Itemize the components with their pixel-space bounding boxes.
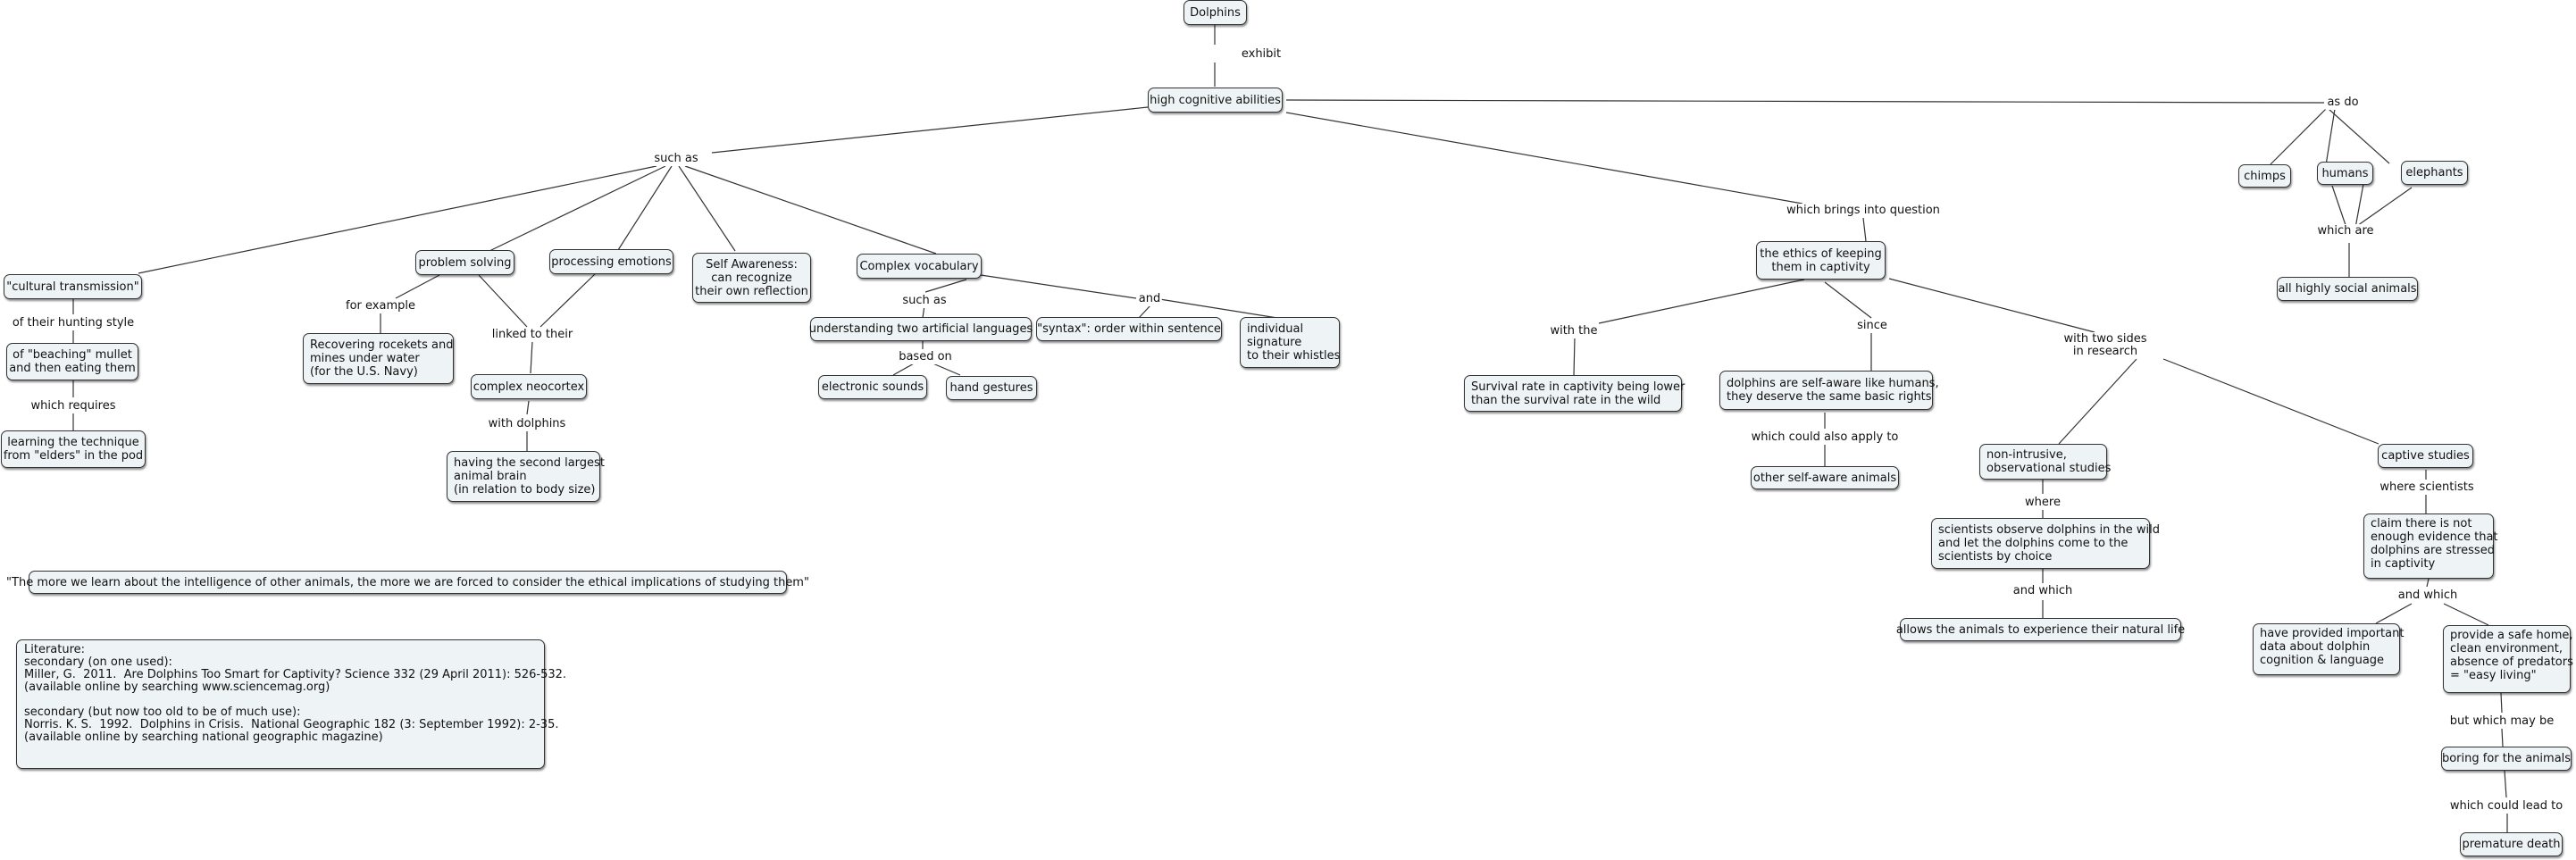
link-where-scientists: where scientists bbox=[2378, 480, 2476, 495]
link-which-requires: which requires bbox=[29, 399, 118, 413]
node-quote: "The more we learn about the intelligenc… bbox=[6, 571, 809, 594]
link-exhibit: exhibit bbox=[1239, 47, 1284, 62]
node-individual-signature: individual signature to their whistles bbox=[1240, 317, 1340, 368]
node-important-data: have provided important data about dolph… bbox=[2253, 623, 2404, 675]
node-self-awareness: Self Awareness: can recognize their own … bbox=[692, 253, 811, 303]
node-artificial-languages: understanding two artificial languages bbox=[809, 317, 1033, 341]
node-elephants: elephants bbox=[2401, 161, 2468, 185]
node-safe-home: provide a safe home, clean environment, … bbox=[2443, 625, 2573, 693]
link-such-as: such as bbox=[652, 152, 700, 166]
link-which-are: which are bbox=[2315, 224, 2376, 238]
node-premature-death: premature death bbox=[2460, 832, 2563, 856]
link-linked-to-their: linked to their bbox=[489, 328, 575, 342]
node-dolphins: Dolphins bbox=[1183, 0, 1247, 25]
node-high-cognitive-abilities: high cognitive abilities bbox=[1148, 88, 1283, 113]
node-survival-rate: Survival rate in captivity being lower t… bbox=[1464, 375, 1685, 412]
node-claim-no-evidence: claim there is not enough evidence that … bbox=[2363, 513, 2498, 579]
node-boring: boring for the animals bbox=[2441, 747, 2572, 771]
node-second-largest-brain: having the second largest animal brain (… bbox=[447, 451, 605, 502]
node-all-highly-social: all highly social animals bbox=[2277, 277, 2418, 301]
link-with-the: with the bbox=[1548, 324, 1600, 338]
node-complex-neocortex: complex neocortex bbox=[471, 374, 587, 399]
node-self-aware-rights: dolphins are self-aware like humans, the… bbox=[1719, 371, 1939, 410]
link-as-do: as do bbox=[2325, 96, 2361, 110]
node-hand-gestures: hand gestures bbox=[946, 376, 1037, 400]
link-could-also-apply: which could also apply to bbox=[1749, 430, 1901, 445]
link-but-which-may-be: but which may be bbox=[2447, 714, 2556, 729]
node-natural-life: allows the animals to experience their n… bbox=[1896, 618, 2185, 641]
link-such-as-vocab: such as bbox=[900, 294, 949, 308]
node-recovering-rockets: Recovering rocekets and mines under wate… bbox=[303, 333, 454, 384]
link-and-vocab: and bbox=[1136, 292, 1163, 306]
link-for-example: for example bbox=[344, 299, 417, 313]
node-chimps: chimps bbox=[2238, 164, 2291, 188]
link-two-sides-research: with two sides in research bbox=[2062, 332, 2149, 359]
node-cultural-transmission: "cultural transmission" bbox=[4, 274, 142, 299]
link-and-which-1: and which bbox=[2011, 584, 2075, 598]
link-where: where bbox=[2023, 496, 2062, 510]
link-brings-into-question: which brings into question bbox=[1785, 204, 1942, 218]
node-humans: humans bbox=[2317, 162, 2373, 185]
node-captive-studies: captive studies bbox=[2378, 444, 2473, 468]
link-based-on: based on bbox=[897, 350, 954, 364]
link-could-lead-to: which could lead to bbox=[2447, 799, 2565, 814]
link-since: since bbox=[1855, 319, 1889, 333]
node-other-self-aware: other self-aware animals bbox=[1751, 466, 1899, 489]
node-learning-technique: learning the technique from "elders" in … bbox=[1, 430, 146, 468]
node-problem-solving: problem solving bbox=[415, 250, 514, 275]
node-literature: Literature: secondary (on one used): Mil… bbox=[16, 639, 566, 769]
link-and-which-2: and which bbox=[2396, 589, 2460, 603]
link-of-their-hunting-style: of their hunting style bbox=[10, 316, 137, 330]
node-non-intrusive: non-intrusive, observational studies bbox=[1979, 444, 2111, 480]
link-with-dolphins: with dolphins bbox=[486, 417, 568, 431]
node-beaching-mullet: of "beaching" mullet and then eating the… bbox=[6, 343, 138, 380]
node-syntax: "syntax": order within sentence bbox=[1036, 317, 1222, 341]
node-complex-vocabulary: Complex vocabulary bbox=[857, 254, 982, 279]
node-ethics-captivity: the ethics of keeping them in captivity bbox=[1756, 241, 1886, 280]
node-processing-emotions: processing emotions bbox=[549, 249, 673, 274]
node-electronic-sounds: electronic sounds bbox=[818, 375, 927, 399]
node-scientists-observe: scientists observe dolphins in the wild … bbox=[1931, 518, 2160, 569]
